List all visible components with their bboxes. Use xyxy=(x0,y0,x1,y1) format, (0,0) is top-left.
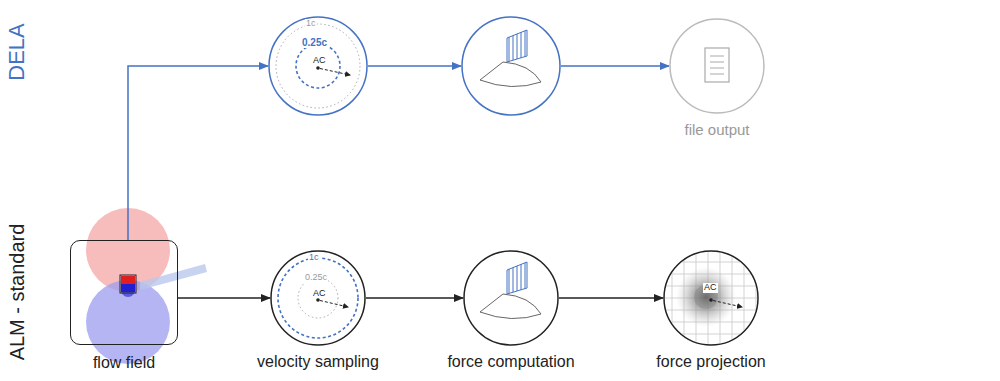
flow-arrow xyxy=(561,65,669,67)
marker-label: AC xyxy=(703,283,718,293)
marker-label: AC xyxy=(313,56,326,66)
marker-label: 1c xyxy=(308,253,320,263)
step-circle: force computation xyxy=(463,250,559,346)
flow-arrow xyxy=(559,297,663,299)
marker-label: AC xyxy=(313,289,326,299)
marker-label: 0.25c xyxy=(304,273,328,283)
flow-arrow xyxy=(368,65,461,67)
step-circle xyxy=(461,16,561,116)
airfoil-force xyxy=(480,262,541,319)
row-label: ALM - standard xyxy=(6,224,28,361)
circle-outline xyxy=(461,16,561,116)
flow-arrow xyxy=(128,66,268,240)
flow-arrow xyxy=(366,297,463,299)
step-circle: 1c0.25cACvelocity sampling xyxy=(270,250,366,346)
step-circle: file output xyxy=(669,18,765,114)
step-caption: flow field xyxy=(93,354,155,372)
projection-grid xyxy=(660,248,762,348)
circle-outline xyxy=(463,250,559,346)
circle-outline xyxy=(669,18,765,114)
flow-field-box: flow field xyxy=(70,240,178,345)
step-caption: file output xyxy=(684,122,749,139)
document-icon xyxy=(705,48,729,82)
sampling-rings xyxy=(276,24,360,108)
airfoil-force xyxy=(480,30,541,87)
vortex-pair xyxy=(86,208,207,364)
step-caption: velocity sampling xyxy=(257,353,379,371)
step-caption: force computation xyxy=(447,353,574,371)
step-circle: 1c 0.25cAC xyxy=(268,16,368,116)
circle-outline xyxy=(663,250,759,346)
row-label: DELA xyxy=(5,23,29,80)
flow-arrow xyxy=(178,297,270,299)
marker-label: 0.25c xyxy=(301,37,328,48)
marker-label: 1c xyxy=(305,19,317,29)
step-caption: force projection xyxy=(656,353,765,371)
sampling-rings xyxy=(278,258,358,338)
step-circle: ACforce projection xyxy=(663,250,759,346)
circle-outline xyxy=(268,16,368,116)
